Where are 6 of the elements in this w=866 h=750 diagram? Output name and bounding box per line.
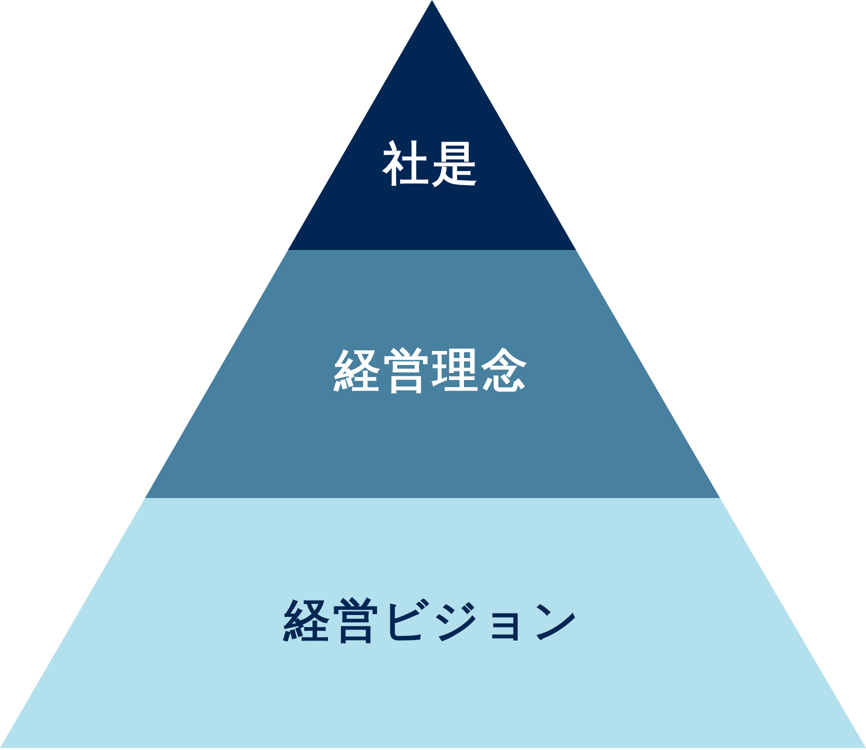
tier-label: 経営ビジョン	[284, 593, 582, 647]
pyramid-tier	[145, 250, 720, 498]
pyramid-tier	[288, 0, 576, 250]
tier-label: 社是	[383, 136, 481, 190]
tier-label: 経営理念	[334, 343, 530, 397]
pyramid-tier	[0, 498, 866, 748]
